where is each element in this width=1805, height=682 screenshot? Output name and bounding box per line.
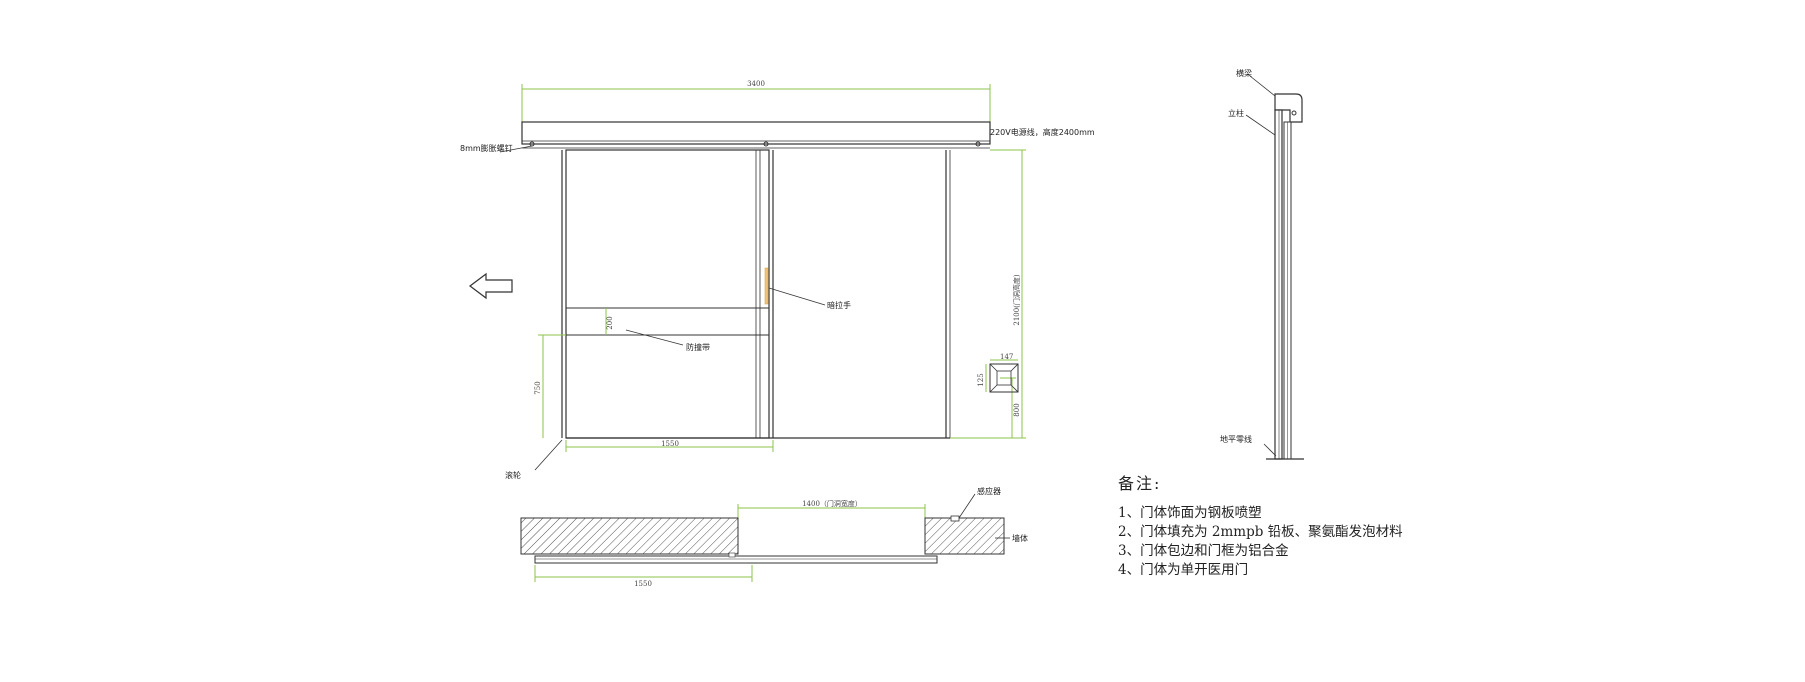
beam-label: 横梁 [1236, 68, 1252, 78]
notes-panel: 备注: 1、门体饰面为钢板喷塑 2、门体填充为 2mmpb 铅板、聚氨酯发泡材料… [1118, 470, 1403, 580]
opening-dim-text: 1400（门洞宽度） [802, 499, 862, 508]
leaf-width-dim-text: 1550 [661, 440, 679, 448]
note-item: 3、门体包边和门框为铝合金 [1118, 543, 1289, 559]
note-item: 4、门体为单开医用门 [1118, 562, 1249, 578]
handle-label: 暗拉手 [827, 300, 851, 310]
sensor-label: 感应器 [977, 486, 1001, 496]
plan-leaf-dim-text: 1550 [634, 580, 652, 588]
sensor-h-dim-text: 125 [977, 373, 985, 386]
height-dim-text: 2100(门洞高度) [1012, 274, 1021, 326]
plan-sensor-icon [950, 515, 960, 522]
roller-label: 滚轮 [505, 470, 521, 480]
handle [764, 267, 769, 305]
note-item: 1、门体饰面为钢板喷塑 [1118, 505, 1262, 521]
width-dim-text: 3400 [747, 80, 765, 88]
sensor-icon [989, 363, 1019, 393]
bumper-strip [565, 307, 770, 336]
plan-view: 1400（门洞宽度） 感应器 墙体 1550 [520, 486, 1028, 588]
bolt-center [763, 141, 769, 147]
width-dimension [521, 84, 991, 122]
note-item: 2、门体填充为 2mmpb 铅板、聚氨酯发泡材料 [1118, 524, 1403, 540]
power-note: 220V电源线，高度2400mm [990, 127, 1095, 137]
post-label: 立柱 [1228, 108, 1244, 118]
sensor-w-dim-text: 147 [1000, 353, 1013, 361]
door-leaf [565, 149, 770, 439]
plan-door-leaf [534, 555, 938, 564]
wall-left [520, 517, 739, 555]
wall-label: 墙体 [1012, 533, 1028, 543]
post [1274, 109, 1283, 460]
wall-right [924, 517, 1005, 555]
front-elevation: 3400 8mm膨胀螺钉 220V电源线，高度2400mm 200 防撞带 [460, 80, 1095, 480]
bolt-right [975, 141, 981, 147]
floor-label: 地平零线 [1220, 434, 1252, 444]
bumper-dim-text: 200 [606, 316, 614, 329]
sensor-height-dim-text: 800 [1013, 403, 1021, 416]
bumper-label: 防撞带 [686, 342, 710, 352]
side-section: 横梁 立柱 地平零线 [1220, 68, 1304, 460]
lower-dim-text: 750 [534, 381, 542, 394]
bolt-label: 8mm膨胀螺钉 [460, 143, 513, 153]
slide-direction-arrow-icon [469, 272, 513, 300]
header-track [521, 121, 991, 145]
notes-title: 备注: [1118, 474, 1162, 493]
